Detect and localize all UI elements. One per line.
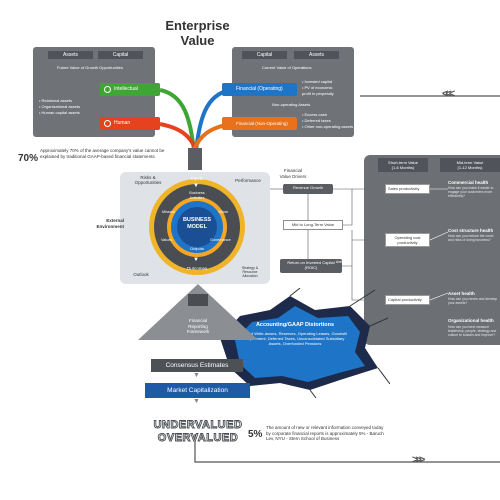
right-bullet-1: • Invested capital	[302, 79, 333, 84]
bm-mission: Mission	[162, 210, 175, 214]
right-bullet-4: • Excess cash	[302, 112, 327, 117]
outputs-arrow-icon: ▼	[193, 257, 199, 263]
funnel-neck	[188, 148, 202, 170]
organizational-health-title: Organizational health	[448, 318, 494, 323]
bm-inputs: Inputs	[190, 176, 204, 181]
bm-values: Values	[161, 238, 173, 242]
external-environment-label: External Environment	[84, 218, 124, 229]
mid-long-term-value-box: Mid to Long-Term Value	[283, 220, 343, 230]
overvalued-label: OVERVALUED	[157, 432, 239, 445]
short-line-2: (1-6 Months)	[391, 165, 415, 170]
financial-reporting-framework-label: Financial Reporting Framework	[168, 318, 228, 335]
cost-structure-health-title: Cost structure health	[448, 228, 494, 233]
capital-productivity-box: Capital productivity	[385, 295, 430, 305]
market-capitalization-box: Market Capitalization	[145, 383, 250, 398]
inputs-arrow-icon: ▼	[193, 183, 199, 189]
right-bullet-2: • PV of economic	[302, 85, 333, 90]
external-line-1: External	[106, 218, 124, 223]
bm-activities: Business Activities	[180, 191, 214, 200]
business-model-wheel	[149, 179, 245, 275]
activities-line-2: Activities	[189, 195, 205, 200]
right-bullet-5: • Deferred taxes	[302, 118, 331, 123]
left-bullet-2: • Organizational assets	[39, 104, 80, 109]
cost-structure-health-desc: How can you reduce the costs and risks o…	[448, 234, 494, 242]
intellectual-bar: Intellectual	[100, 83, 160, 96]
human-icon	[104, 120, 111, 127]
short-line-1: Short-term Value	[388, 160, 418, 165]
right-tab-capital: Capital	[242, 51, 287, 59]
bm-center-label: BUSINESS MODEL	[178, 217, 216, 231]
activities-line-1: Business	[189, 191, 205, 195]
intellectual-icon	[104, 86, 111, 93]
bm-outcomes: Outcomes	[186, 266, 208, 271]
sales-productivity-box: Sales productivity	[385, 184, 430, 194]
stat-5-text: The amount of new or relevant informatio…	[266, 425, 384, 441]
stat-70-text: Approximately 70% of the average company…	[40, 148, 165, 159]
converging-arrows	[159, 88, 231, 151]
financial-non-operating-bar: Financial (Non-Operating)	[222, 117, 297, 130]
right-tab-assets: Assets	[294, 51, 339, 59]
mid-line-1: Mid-term Value	[456, 160, 484, 165]
center-line-2: MODEL	[187, 224, 207, 230]
reporting-pyramid	[138, 284, 258, 340]
non-operating-heading: Non-operating Assets	[272, 102, 311, 107]
left-tab-assets: Assets	[48, 51, 93, 59]
performance-label: Performance	[235, 178, 261, 183]
drivers-line-2: Value Drivers	[279, 173, 307, 179]
frf-line-2: Reporting	[188, 323, 208, 329]
bm-governance: Governance	[210, 238, 231, 242]
stat-70-percent: 70%	[18, 153, 39, 164]
commercial-health-title: Commercial health	[448, 180, 489, 185]
asset-health-title: Asset health	[448, 291, 475, 296]
cracked-hole	[201, 288, 390, 398]
mid-line-2: (1-12 Months)	[457, 165, 483, 170]
human-bar: Human	[100, 117, 160, 130]
bm-outputs: Outputs	[189, 246, 204, 251]
left-tab-capital: Capital	[98, 51, 143, 59]
gaap-distortions-title: Accounting/GAAP Distortions	[255, 322, 335, 328]
commercial-health-desc: How can you make it easier to engage you…	[448, 186, 494, 198]
left-panel-heading: Future Value of Growth Opportunities	[57, 65, 123, 70]
short-term-header: Short-term Value (1-6 Months)	[378, 158, 428, 172]
financial-value-drivers-label: Financial Value Drivers	[268, 168, 318, 179]
left-bullet-1: • Relational assets	[39, 98, 72, 103]
mid-item-connectors	[430, 188, 449, 301]
revenue-growth-box: Revenue Growth	[283, 184, 333, 194]
gaap-distortions-text: Asset Write-downs, Reserves, Operating L…	[243, 331, 347, 346]
outlook-label: Outlook	[133, 272, 149, 277]
asset-health-desc: How can you renew and develop your asset…	[448, 297, 498, 305]
center-line-1: BUSINESS	[182, 217, 212, 223]
title-line-2: Value	[180, 33, 215, 48]
diagram-title: Enterprise Value	[140, 18, 255, 48]
stat-5-percent: 5%	[248, 429, 263, 440]
right-bullet-6: • Other non-operating assets	[302, 124, 353, 129]
right-panel-heading: Current Value of Operations	[262, 65, 312, 70]
risks-label: Risks & Opportunities	[134, 175, 162, 185]
down-arrow-icon-2: ▼	[193, 398, 200, 405]
left-bullet-3: • Human capital assets	[39, 110, 80, 115]
external-line-2: Environment	[96, 223, 124, 229]
strategy-label: Strategy & Resource Allocation	[241, 266, 259, 278]
down-arrow-icon-1: ▼	[193, 372, 200, 379]
drivers-line-1: Financial	[283, 168, 302, 173]
chevron-left-icon-bottom: >>>	[412, 454, 425, 466]
title-line-1: Enterprise	[165, 18, 230, 33]
frf-line-1: Financial	[188, 318, 207, 323]
roic-line-1: Return on Invested Capital	[287, 260, 335, 265]
chevron-left-icon-top: <<<	[442, 88, 455, 100]
operating-cost-productivity-box: Operating cost productivity	[385, 233, 430, 247]
organizational-health-desc: How can you best measure leadership, peo…	[448, 325, 497, 337]
consensus-estimates-box: Consensus Estimates	[151, 359, 243, 372]
frf-line-3: Framework	[186, 329, 210, 334]
mid-term-header: Mid-term Value (1-12 Months)	[440, 158, 500, 172]
financial-operating-bar: Financial (Operating)	[222, 83, 297, 96]
roic-line-2: (ROIC)	[304, 265, 318, 270]
bm-vision: Vision	[218, 210, 229, 214]
undervalued-label: UNDERVALUED	[153, 419, 243, 432]
right-bullet-3: profit in perpetuity	[302, 91, 334, 96]
roic-box: Return on Invested Capital (ROIC)	[280, 259, 342, 273]
